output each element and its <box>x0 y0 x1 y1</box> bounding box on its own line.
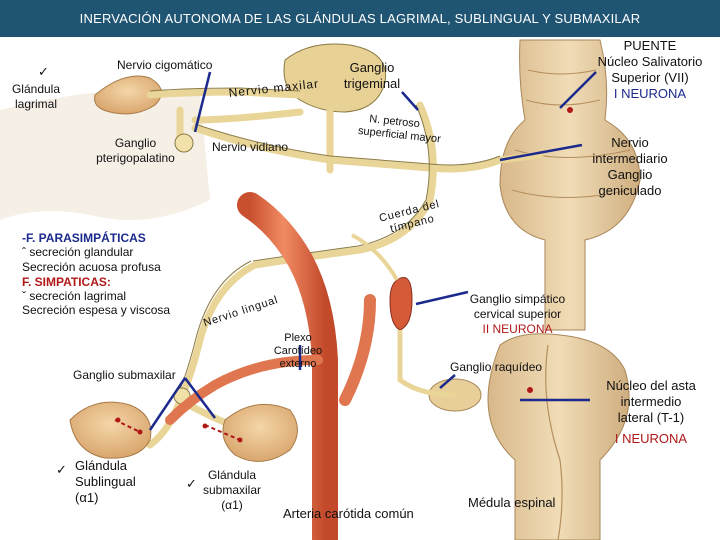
label-medula-espinal: Médula espinal <box>468 495 556 510</box>
effects-box: -F. PARASIMPÁTICAS ˆ secreción glandular… <box>18 225 181 321</box>
check-icon-sublingual: ✓ <box>56 462 67 477</box>
label-nervio-vidiano: Nervio vidiano <box>212 140 289 154</box>
sublingual-gland-shape <box>69 401 152 459</box>
submandibular-gland-shape <box>222 403 298 462</box>
check-icon-lacrimal: ✓ <box>38 64 49 79</box>
label-nervio-cigomatico: Nervio cigomático <box>117 58 213 72</box>
label-arteria-carotida: Arteria carótida común <box>283 506 414 521</box>
label-puente: PUENTE Núcleo Salivatorio Superior (VII)… <box>597 38 703 101</box>
label-nucleo-asta: Núcleo del asta intermedio lateral (T-1)… <box>606 378 696 446</box>
label-ganglio-simpatico: Ganglio simpático cervical superior II N… <box>469 292 566 336</box>
parasimpaticas-effect-2: Secreción acuosa profusa <box>22 260 161 274</box>
carotid-artery <box>237 192 338 540</box>
simpaticas-heading: F. SIMPATICAS: <box>22 275 111 289</box>
label-glandula-lagrimal: Glándula lagrimal <box>11 82 61 111</box>
parasimpaticas-heading: -F. PARASIMPÁTICAS <box>22 231 146 245</box>
label-ganglio-pterigopalatino: Ganglio pterigopalatino <box>96 136 175 165</box>
label-glandula-submaxilar: Glándula submaxilar (α1) <box>202 468 262 512</box>
lacrimal-gland-shape <box>94 75 162 115</box>
trigeminal-ganglion <box>283 43 387 113</box>
simpaticas-effect-1: ˇ secreción lagrimal <box>22 289 127 303</box>
check-icon-submaxilar: ✓ <box>186 476 197 491</box>
face-shading <box>0 90 210 220</box>
anatomy-illustration <box>0 37 720 540</box>
parasimpaticas-effect-1: ˆ secreción glandular <box>22 245 134 259</box>
brainstem-pons <box>499 39 641 331</box>
spinal-cord <box>487 333 630 540</box>
label-ganglio-raquideo: Ganglio raquídeo <box>450 360 543 374</box>
label-plexo-carotideo: Plexo Carotídeo externo <box>273 332 323 370</box>
pterygopalatine-ganglion <box>174 133 194 153</box>
slide-title: INERVACIÓN AUTONOMA DE LAS GLÁNDULAS LAG… <box>0 0 720 37</box>
label-glandula-sublingual: Glándula Sublingual (α1) <box>75 458 136 505</box>
label-nervio-intermediario: Nervio intermediario Ganglio geniculado <box>592 135 668 198</box>
label-ganglio-submaxilar: Ganglio submaxilar <box>73 368 176 382</box>
simpaticas-effect-2: Secreción espesa y viscosa <box>22 303 171 317</box>
label-ganglio-trigeminal: Ganglio trigeminal <box>343 60 401 91</box>
